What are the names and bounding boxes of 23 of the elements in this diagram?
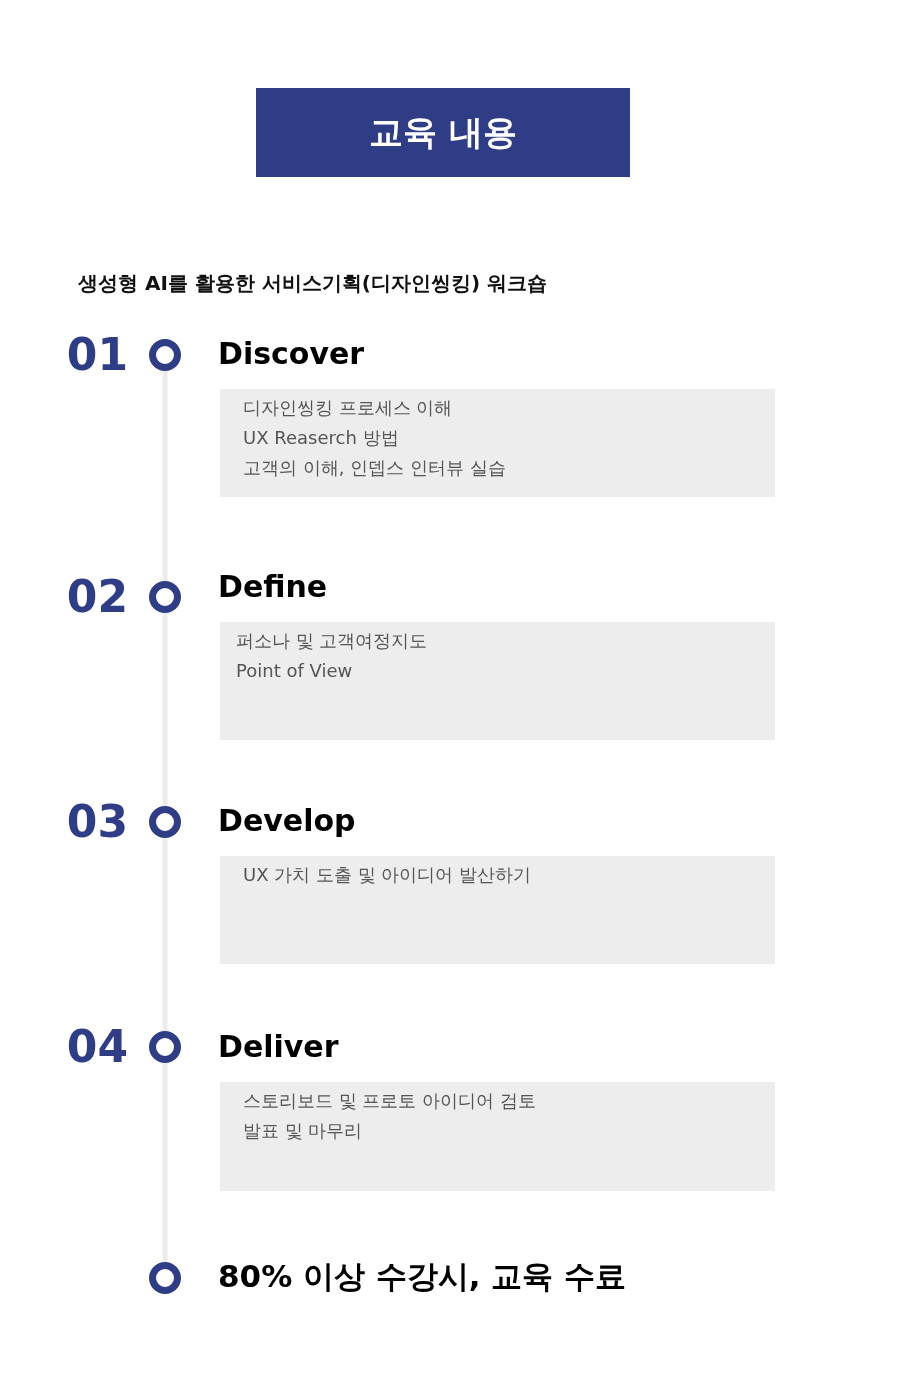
list-item: 디자인씽킹 프로세스 이해 [243,396,453,420]
timeline-line [162,1063,168,1262]
list-item: 발표 및 마무리 [243,1119,363,1143]
title-banner: 교육 내용 [256,88,630,177]
step-heading: Discover [218,335,365,373]
list-item: 퍼소나 및 고객여정지도 [236,629,428,653]
timeline-line [162,371,168,581]
list-item: Point of View [236,659,353,683]
step-heading: Define [218,568,328,606]
step-number: 02 [65,572,128,622]
step-number: 01 [65,330,128,380]
step-number: 03 [65,797,128,847]
timeline-line [162,838,168,1031]
step-heading: Develop [218,802,356,840]
list-item: 스토리보드 및 프로토 아이디어 검토 [243,1089,536,1113]
step-number: 04 [65,1022,128,1072]
timeline-line [162,613,168,806]
completion-note: 80% 이상 수강시, 교육 수료 [218,1257,627,1296]
list-item: UX Reaserch 방법 [243,426,399,450]
list-item: 고객의 이해, 인뎁스 인터뷰 실습 [243,456,506,480]
list-item: UX 가치 도출 및 아이디어 발산하기 [243,863,532,887]
step-heading: Deliver [218,1028,339,1066]
subtitle: 생성형 AI를 활용한 서비스기획(디자인씽킹) 워크숍 [78,270,548,297]
